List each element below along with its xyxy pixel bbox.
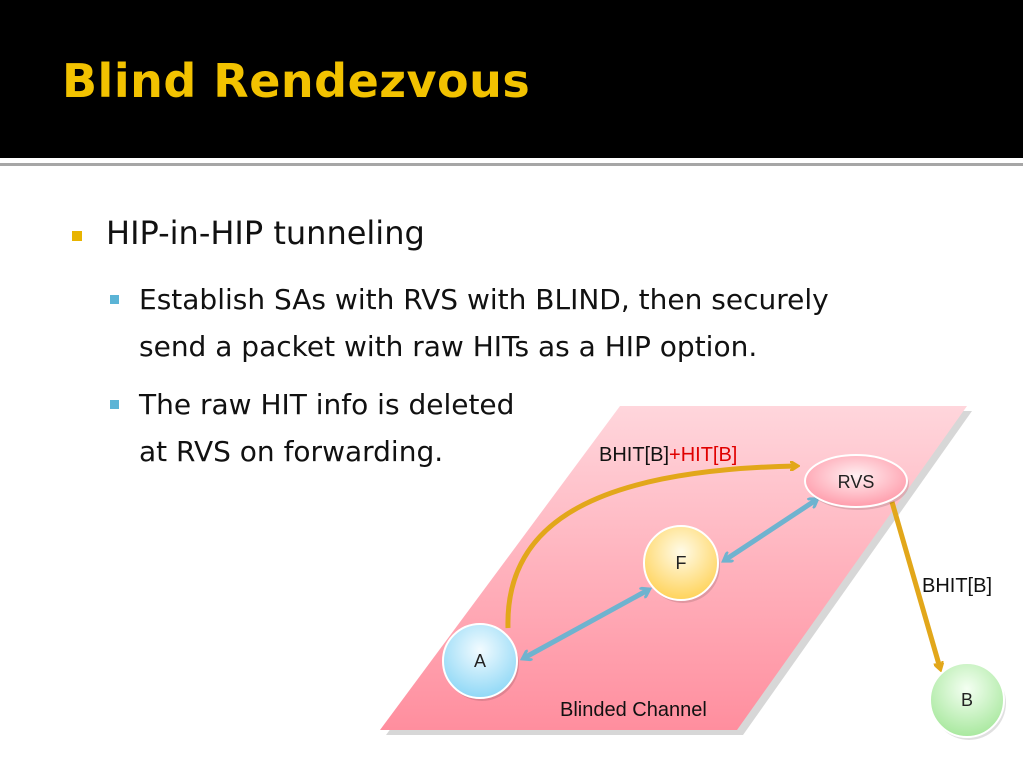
bullet-text: HIP-in-HIP tunneling [106,214,425,252]
slide-title: Blind Rendezvous [62,54,531,108]
title-bar: Blind Rendezvous [0,0,1023,158]
node-rvs-label: RVS [838,472,875,492]
gold-arrow-a-to-rvs [505,466,796,629]
bullet-square-icon [72,231,82,241]
bullet-square-icon [110,400,119,409]
label-blinded-channel: Blinded Channel [560,699,707,721]
node-b: B [929,662,1006,740]
node-b-label: B [961,690,973,710]
blue-arrow-f-rvs [725,500,816,560]
node-a-label: A [474,651,486,671]
label-plus-hit: +HIT[B] [669,444,737,466]
title-divider [0,159,1023,162]
label-bhit-plus-hit: BHIT[B]+HIT[B] [599,444,737,466]
blue-arrow-a-f [524,590,648,658]
node-rvs: RVS [804,454,909,510]
bullet-text-line2: send a packet with raw HITs as a HIP opt… [139,330,758,363]
node-f: F [643,525,720,603]
bullet-text-line1: The raw HIT info is deleted [139,388,515,421]
label-bhit-right: BHIT[B] [922,575,992,597]
bullet-text-line1: Establish SAs with RVS with BLIND, then … [139,283,829,316]
node-f-label: F [676,553,687,573]
bullet-text-line2: at RVS on forwarding. [139,435,444,468]
title-divider-shadow [0,163,1023,166]
bullet-square-icon [110,295,119,304]
label-bhit: BHIT[B] [599,444,669,466]
node-a: A [442,623,519,701]
gold-arrow-rvs-to-b [889,501,940,668]
